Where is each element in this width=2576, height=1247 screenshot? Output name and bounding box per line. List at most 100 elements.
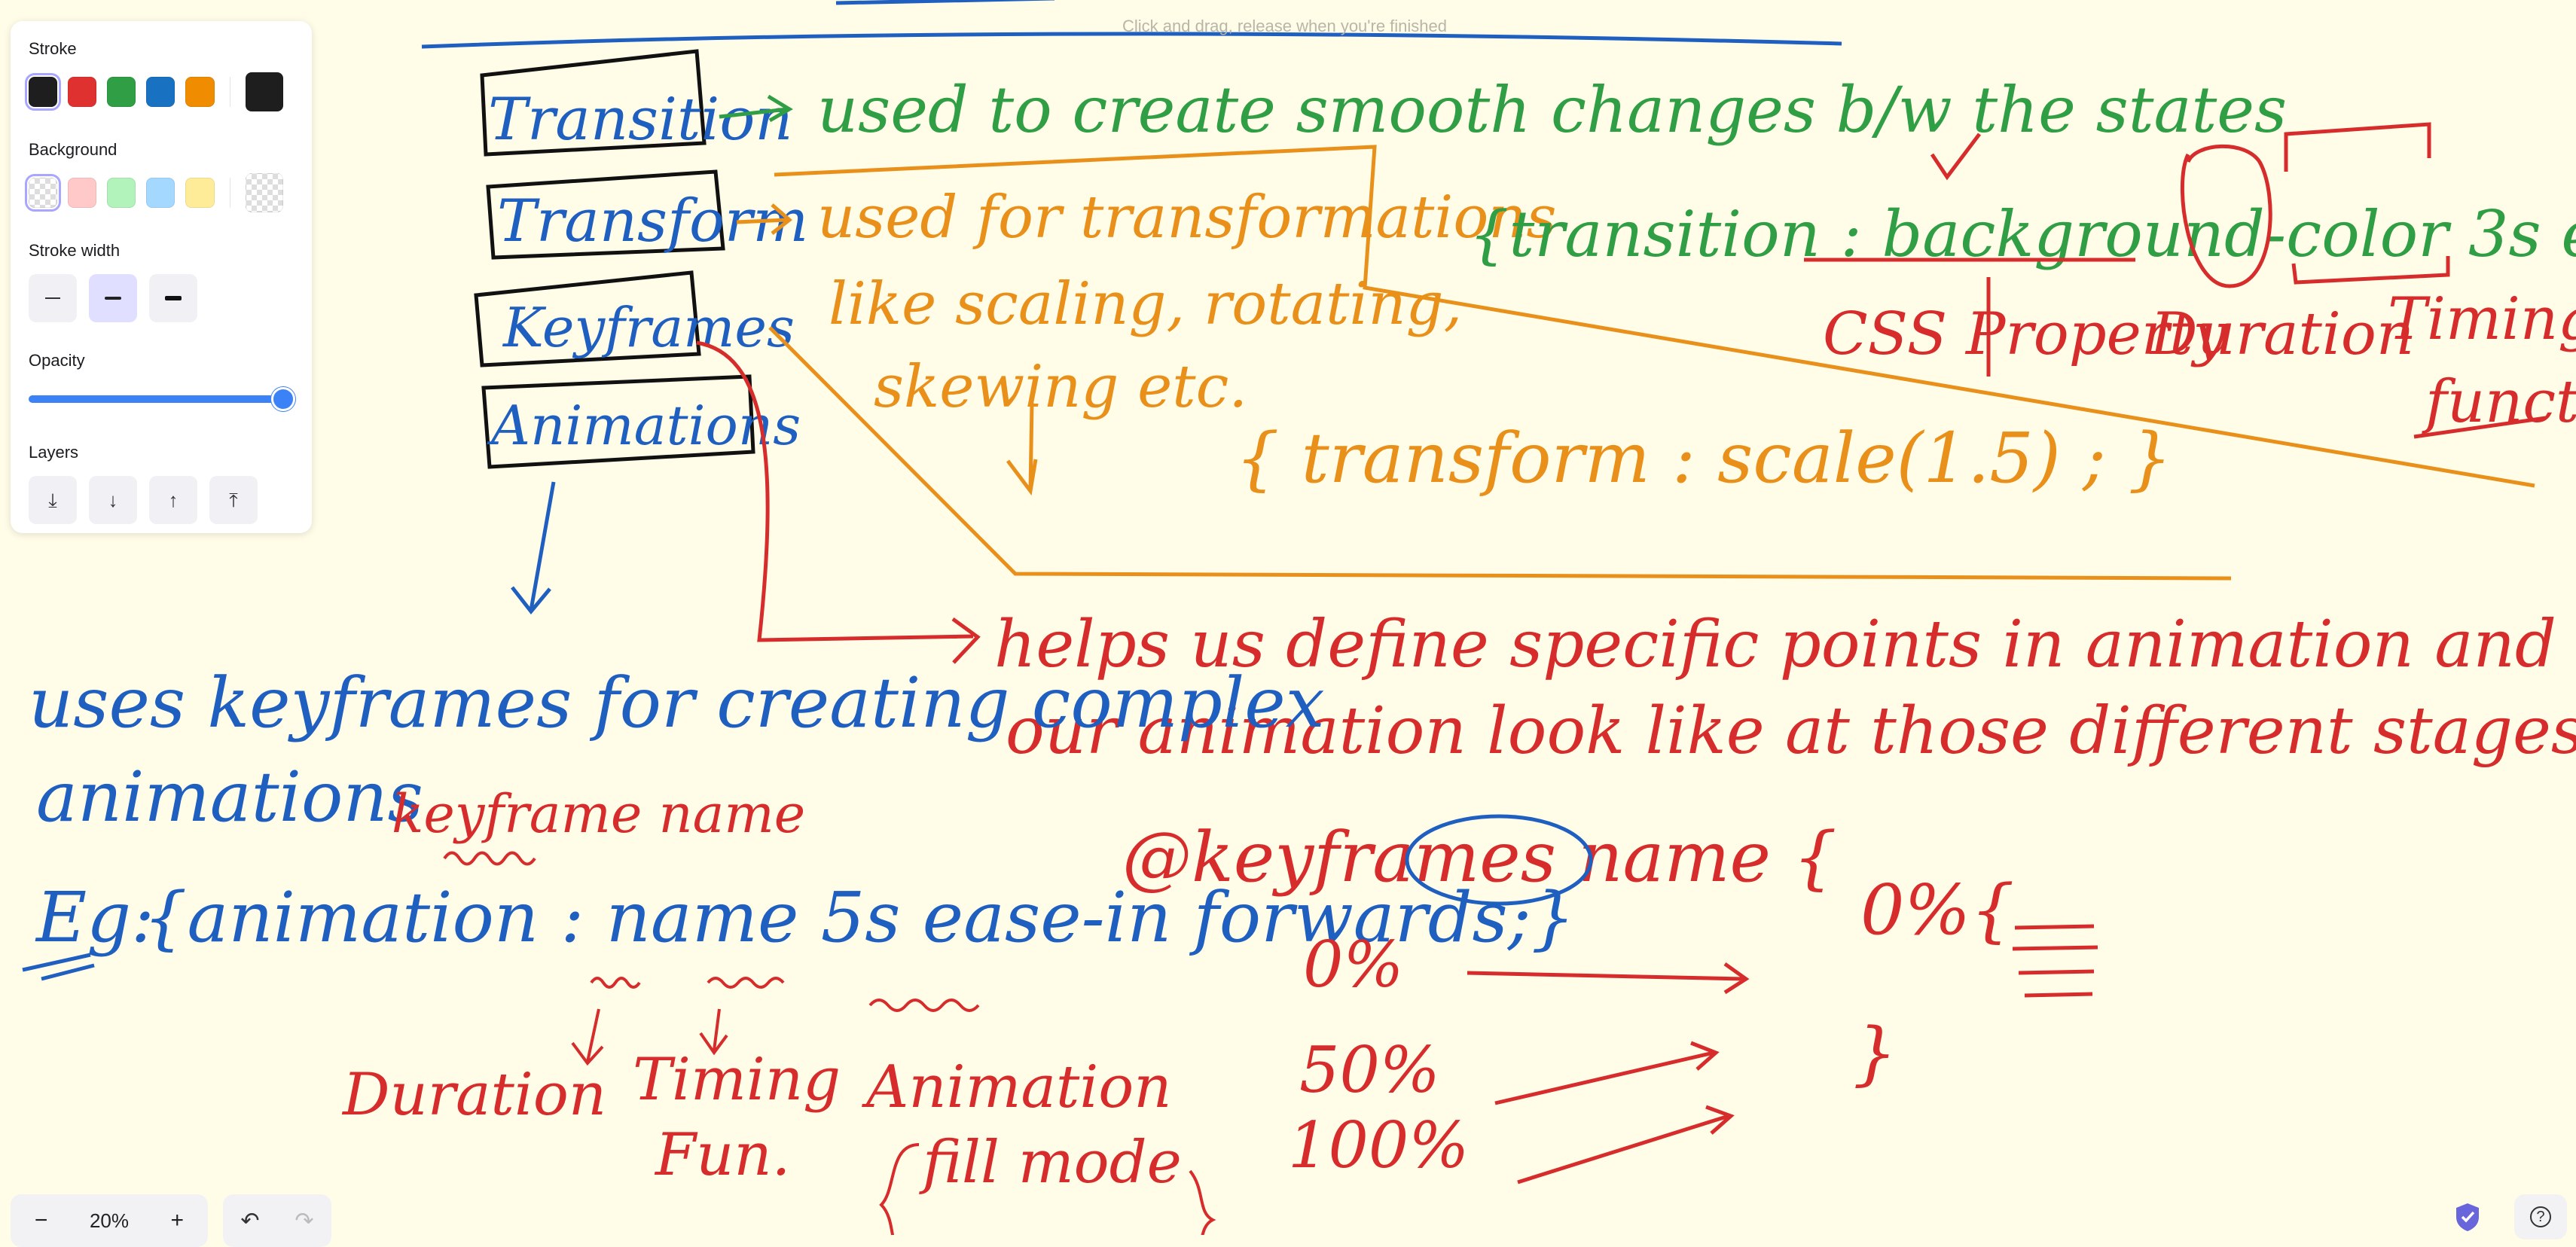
animations-desc-2: animations: [36, 757, 423, 837]
stroke-swatch-red[interactable]: [68, 77, 97, 107]
top-blue-line: [421, 32, 1842, 49]
zoom-level[interactable]: 20%: [89, 1209, 130, 1232]
swatch-divider: [229, 77, 231, 107]
arrow-transform: [736, 203, 792, 235]
pct-100: 100%: [1288, 1108, 1469, 1182]
keyframes-desc-1: helps us define specific points in anima…: [994, 607, 2576, 682]
background-swatch-transparent[interactable]: [24, 174, 62, 212]
send-backward-icon: ↓: [108, 489, 118, 511]
thin-line-icon: [45, 297, 60, 299]
transform-desc-2: like scaling, rotating,: [829, 270, 1462, 338]
brace-bottom: [879, 1143, 920, 1235]
label-css-property: CSS Property: [1823, 300, 2227, 368]
opacity-slider-thumb[interactable]: [271, 387, 295, 411]
help-button[interactable]: ?: [2514, 1194, 2567, 1239]
arrow-50-pct: [1494, 1041, 1720, 1105]
transition-desc: used to create smooth changes b/w the st…: [817, 73, 2287, 147]
label-timing-1: Timing: [2388, 285, 2576, 353]
stroke-width-bold-button[interactable]: [89, 274, 137, 322]
stroke-swatch-green[interactable]: [107, 77, 136, 107]
block-open: 0%{: [1860, 870, 2014, 950]
stroke-swatch-blue[interactable]: [146, 77, 175, 107]
label-duration: Duration: [341, 1061, 606, 1129]
redo-button[interactable]: ↷: [295, 1208, 314, 1233]
arrow-animations-down: [511, 481, 556, 614]
orange-callout: [774, 145, 2535, 488]
properties-panel: Stroke Background Stroke width Opacity L…: [11, 21, 312, 533]
arrow-duration: [571, 1008, 604, 1066]
zoom-out-button[interactable]: −: [34, 1208, 48, 1233]
underline-eg: [22, 953, 95, 981]
keyframe-name-label: keyframe name: [392, 783, 805, 845]
background-label: Background: [29, 140, 118, 159]
label-timing-fun-1: Timing: [633, 1046, 841, 1114]
label-duration-top: Duration: [2149, 300, 2414, 368]
arrow-transition: [719, 94, 793, 123]
red-check: [1930, 133, 1981, 181]
pct-0: 0%: [1303, 928, 1403, 1002]
label-fill-mode-2: fill mode: [919, 1129, 1182, 1197]
keyframes-desc-2: our animation look like at those differe…: [1006, 694, 2576, 769]
background-swatch-blue[interactable]: [146, 178, 175, 208]
animation-example: {animation : name 5s ease-in forwards;}: [143, 877, 1575, 958]
bracket-timing-bottom: [2291, 256, 2450, 285]
swatch-divider: [229, 178, 231, 208]
title-animations: Animations: [487, 394, 801, 457]
top-blue-stroke: [835, 0, 1055, 5]
keyframes-rule: @keyframes name {: [1122, 817, 1837, 898]
label-timing-fun-2: Fun.: [654, 1121, 790, 1189]
arrow-keyframes: [696, 340, 981, 664]
bring-to-front-button[interactable]: ⤒: [209, 476, 258, 524]
label-timing-2: function: [2422, 368, 2576, 436]
label-fill-mode-1: Animation: [862, 1053, 1171, 1121]
background-swatch-yellow[interactable]: [185, 178, 215, 208]
box-keyframes: [474, 270, 701, 367]
layer-buttons: ⤓ ↓ ↑ ⤒: [29, 476, 294, 524]
transform-desc-3: skewing etc.: [874, 353, 1247, 421]
stroke-width-label: Stroke width: [29, 241, 121, 260]
box-transition: [480, 49, 707, 157]
bracket-timing-top: [2284, 122, 2431, 172]
undo-redo-controls: ↶ ↷: [223, 1194, 331, 1247]
shield-icon[interactable]: [2454, 1202, 2481, 1232]
bring-forward-button[interactable]: ↑: [149, 476, 197, 524]
stroke-current-color[interactable]: [246, 72, 283, 111]
send-to-back-icon: ⤓: [48, 489, 57, 511]
orange-callout-lower: [768, 326, 2232, 581]
opacity-slider[interactable]: [29, 384, 295, 414]
stroke-swatch-black[interactable]: [24, 73, 62, 111]
layers-label: Layers: [29, 443, 79, 462]
transform-example: { transform : scale(1.5) ; }: [1235, 418, 2172, 498]
lines-block: [2012, 924, 2098, 998]
title-keyframes: Keyframes: [502, 296, 795, 359]
send-to-back-button[interactable]: ⤓: [29, 476, 77, 524]
underline-function: [2413, 416, 2547, 439]
zoom-in-button[interactable]: +: [170, 1208, 185, 1233]
bring-forward-icon: ↑: [168, 489, 179, 511]
background-swatch-green[interactable]: [107, 178, 136, 208]
arrow-0-pct: [1467, 962, 1750, 995]
eg-prefix: Eg:: [35, 877, 154, 958]
stroke-width-options: [29, 274, 294, 322]
send-backward-button[interactable]: ↓: [89, 476, 137, 524]
background-swatch-pink[interactable]: [68, 178, 97, 208]
box-animations: [481, 374, 755, 469]
opacity-slider-track[interactable]: [29, 395, 292, 403]
stroke-swatches: [24, 72, 294, 111]
help-icon: ?: [2530, 1206, 2551, 1227]
transform-desc-1: used for transformations: [817, 184, 1557, 252]
stroke-width-thin-button[interactable]: [29, 274, 77, 322]
squiggle-duration: [590, 977, 641, 989]
squiggle-timing: [707, 977, 785, 989]
background-current-color[interactable]: [246, 173, 283, 212]
squiggle-fill: [868, 999, 980, 1012]
animations-desc-1: uses keyframes for creating complex: [29, 663, 1325, 743]
arrow-timing: [699, 1008, 728, 1056]
arrow-100-pct: [1517, 1105, 1735, 1184]
stroke-width-extra-bold-button[interactable]: [149, 274, 197, 322]
undo-button[interactable]: ↶: [240, 1208, 260, 1233]
circle-name: [1405, 814, 1593, 906]
stroke-swatch-orange[interactable]: [185, 77, 215, 107]
